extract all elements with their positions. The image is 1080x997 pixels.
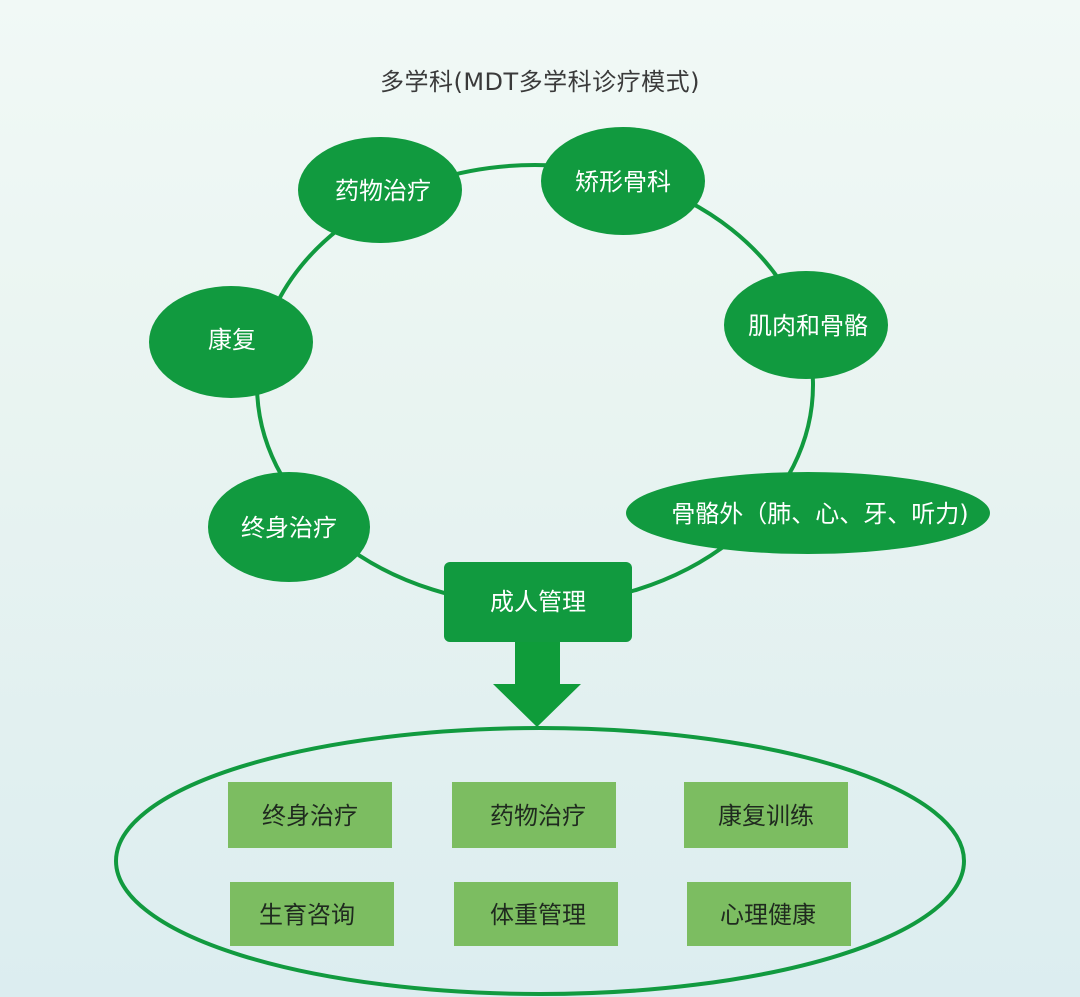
ring-node-shape bbox=[724, 271, 888, 379]
ring-node-label: 药物治疗 bbox=[335, 177, 431, 205]
ring-node-shape bbox=[541, 127, 705, 235]
management-item-label: 体重管理 bbox=[490, 901, 586, 929]
management-item-label: 药物治疗 bbox=[490, 802, 586, 830]
management-item-box bbox=[230, 882, 394, 946]
management-item-mental-health: 心理健康 bbox=[687, 882, 851, 946]
ring-node-lifelong-treatment: 终身治疗 bbox=[208, 472, 370, 582]
center-box-adult-management: 成人管理 bbox=[444, 562, 632, 642]
management-item-box bbox=[687, 882, 851, 946]
management-item-drug-therapy: 药物治疗 bbox=[452, 782, 616, 848]
ring-node-shape bbox=[298, 137, 462, 243]
ring-node-extraskeletal: 骨骼外（肺、心、牙、听力) bbox=[626, 472, 990, 554]
management-item-label: 生育咨询 bbox=[259, 901, 355, 929]
management-item-box bbox=[452, 782, 616, 848]
down-arrow-icon bbox=[493, 642, 581, 727]
center-box-label: 成人管理 bbox=[490, 588, 586, 616]
management-item-label: 终身治疗 bbox=[262, 802, 358, 830]
management-item-lifelong-treatment: 终身治疗 bbox=[228, 782, 392, 848]
management-item-box bbox=[684, 782, 848, 848]
management-item-rehab-training: 康复训练 bbox=[684, 782, 848, 848]
management-item-label: 心理健康 bbox=[720, 901, 816, 929]
management-ellipse bbox=[114, 726, 966, 996]
ring-node-label: 骨骼外（肺、心、牙、听力) bbox=[671, 500, 968, 528]
ring-node-shape bbox=[149, 286, 313, 398]
page-title: 多学科(MDT多学科诊疗模式) bbox=[379, 68, 701, 96]
ring-node-rehabilitation: 康复 bbox=[149, 286, 313, 398]
ring-node-label: 康复 bbox=[208, 326, 256, 354]
management-item-box bbox=[228, 782, 392, 848]
ring-node-orthopedics: 矫形骨科 bbox=[541, 127, 705, 235]
management-item-label: 康复训练 bbox=[718, 802, 814, 830]
management-item-box bbox=[454, 882, 618, 946]
ring-node-drug-therapy: 药物治疗 bbox=[298, 137, 462, 243]
ring-node-label: 矫形骨科 bbox=[575, 168, 671, 196]
ring-node-shape bbox=[208, 472, 370, 582]
ring-node-label: 终身治疗 bbox=[241, 514, 337, 542]
management-item-weight-management: 体重管理 bbox=[454, 882, 618, 946]
center-box-shape bbox=[444, 562, 632, 642]
ring-node-shape bbox=[626, 472, 990, 554]
ring-node-muscle-bone: 肌肉和骨骼 bbox=[724, 271, 888, 379]
ring-node-label: 肌肉和骨骼 bbox=[748, 312, 868, 340]
management-item-fertility-counseling: 生育咨询 bbox=[230, 882, 394, 946]
